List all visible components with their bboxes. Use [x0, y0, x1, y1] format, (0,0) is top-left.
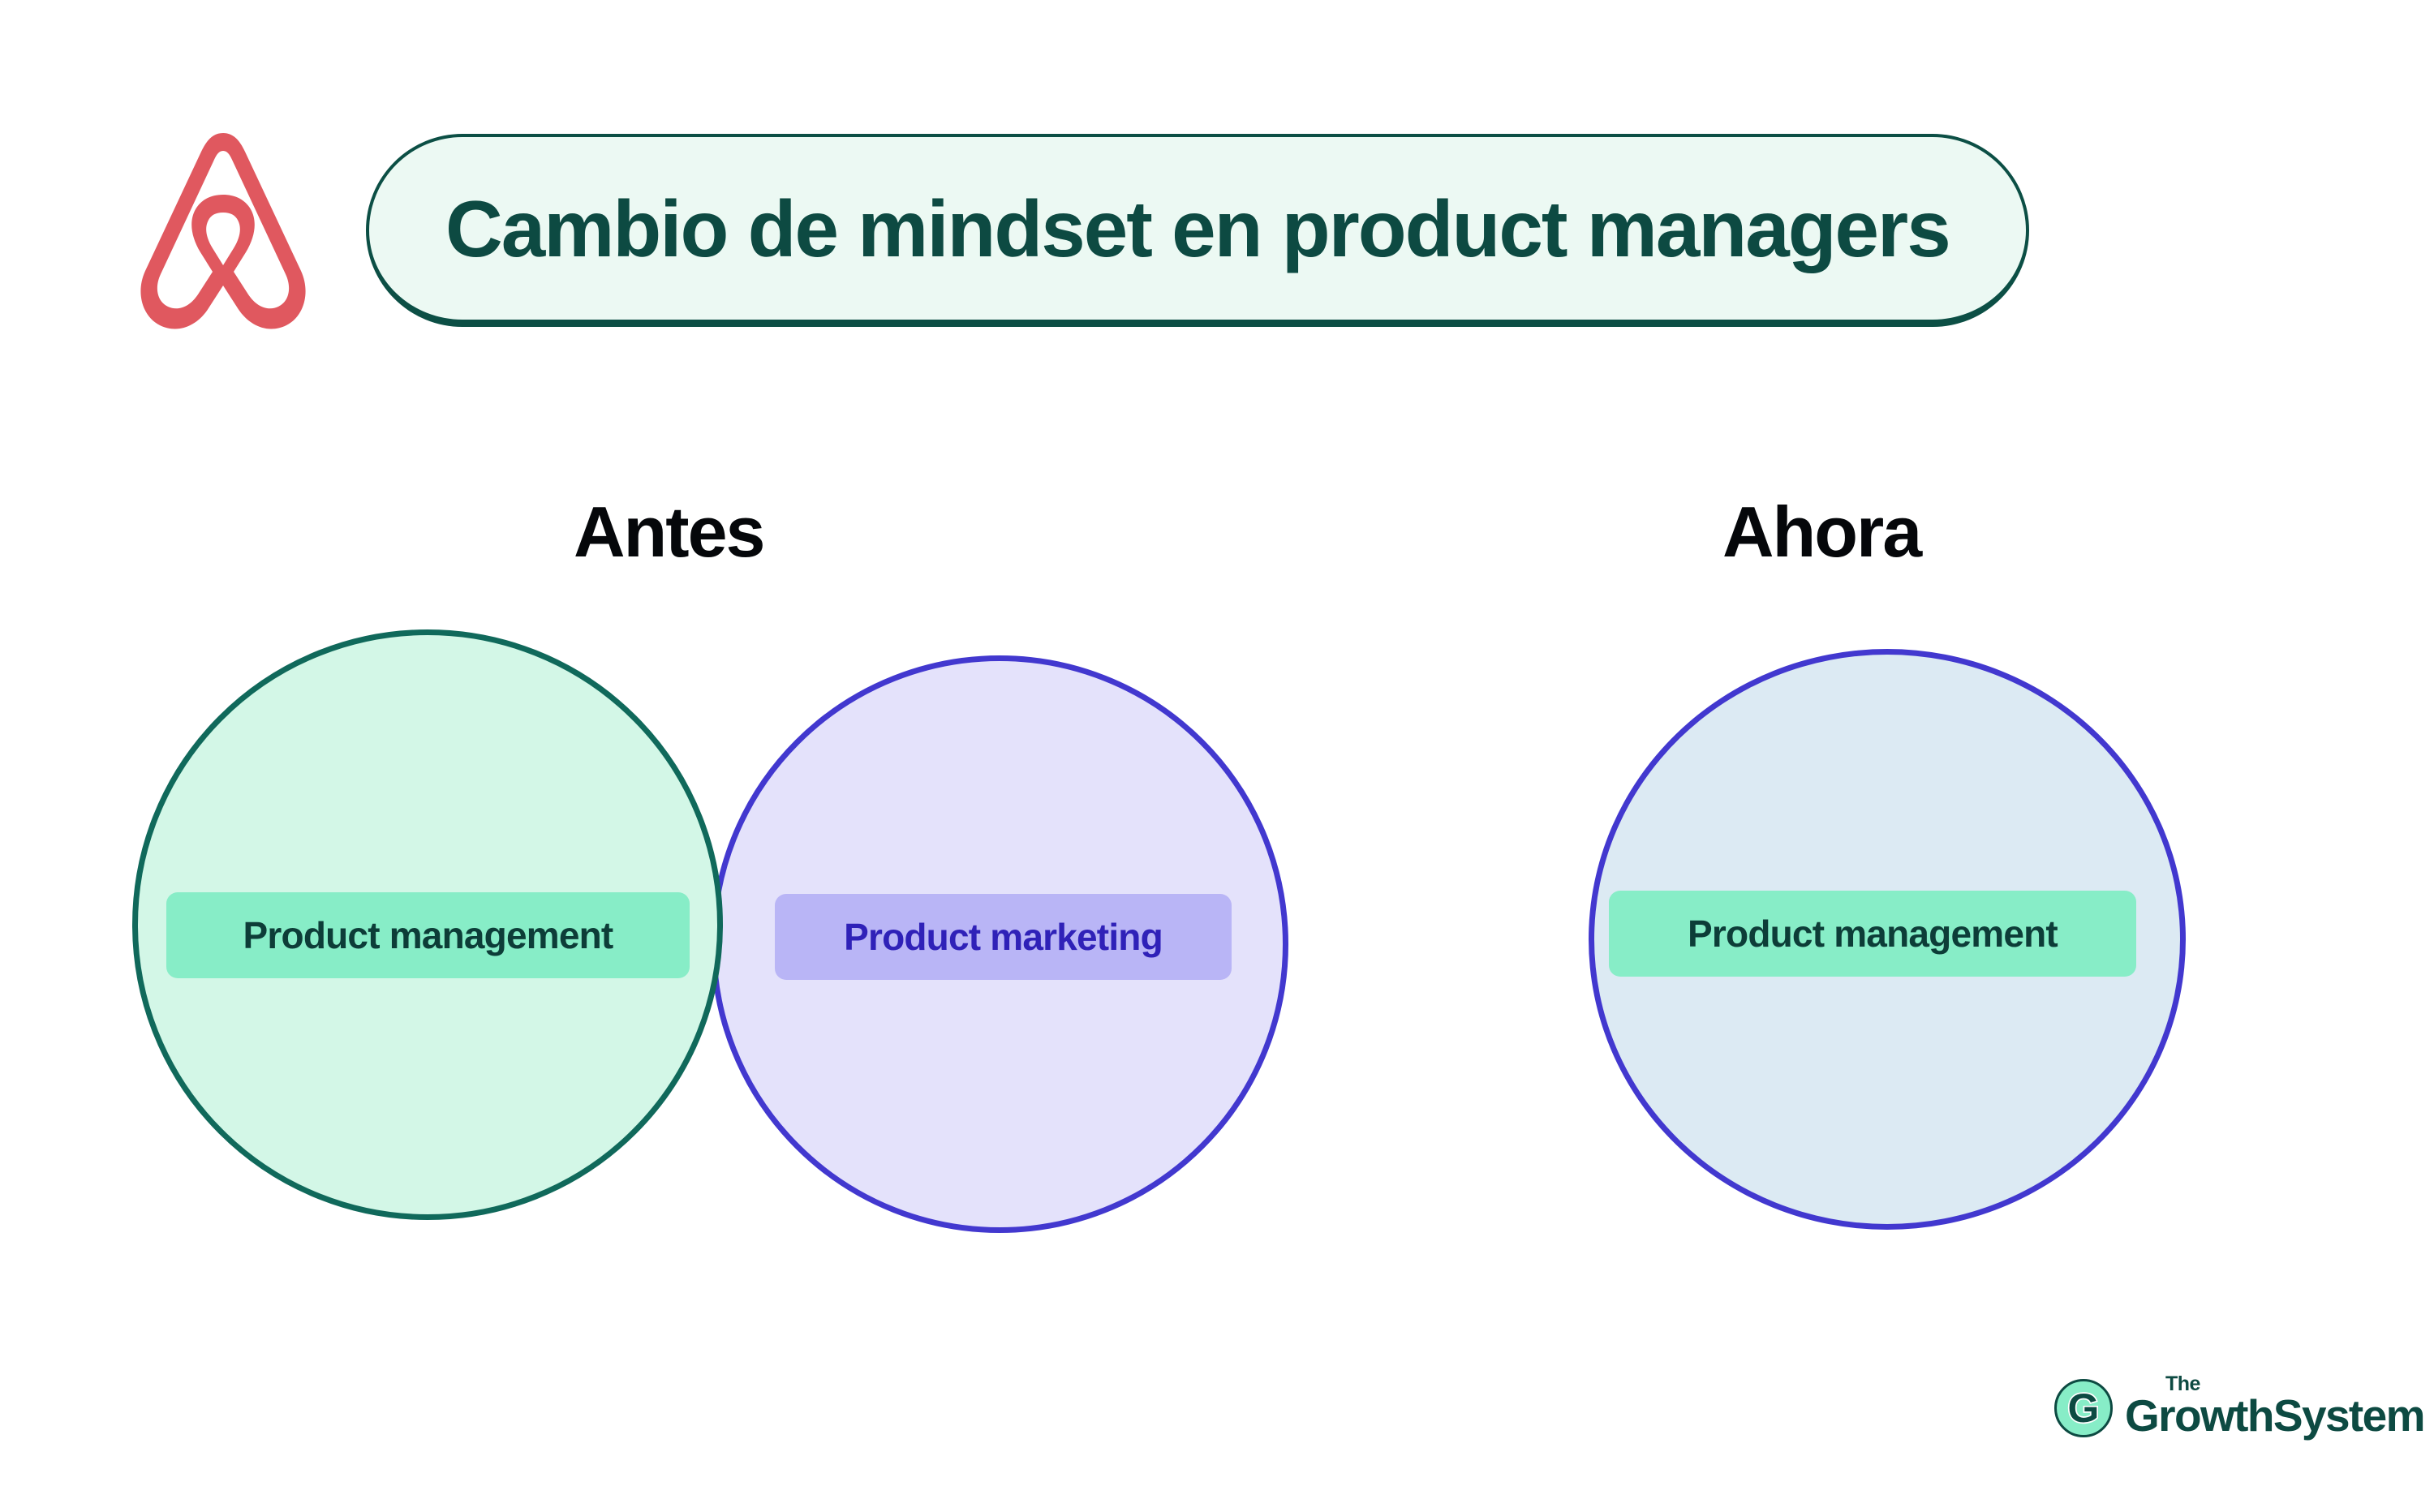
label-product-management-ahora: Product management	[1609, 891, 2136, 977]
title-pill: Cambio de mindset en product managers	[366, 134, 2029, 327]
growth-system-logo: G The GrowthSystem	[2053, 1372, 2426, 1441]
growth-system-g-monogram-icon: G	[2054, 1378, 2113, 1437]
airbnb-belo-icon	[140, 133, 306, 329]
wordmark-name: GrowthSystem	[2125, 1390, 2426, 1441]
header: Cambio de mindset en product managers	[126, 122, 2029, 339]
column-heading-antes: Antes	[574, 492, 765, 572]
label-product-management-antes: Product management	[166, 892, 690, 978]
page-title: Cambio de mindset en product managers	[445, 183, 1951, 273]
label-product-marketing-antes: Product marketing	[775, 894, 1232, 980]
growth-system-wordmark: The GrowthSystem	[2125, 1372, 2426, 1441]
wordmark-superscript: The	[2165, 1372, 2200, 1395]
column-heading-ahora: Ahora	[1722, 492, 1922, 572]
svg-text:G: G	[2068, 1385, 2100, 1431]
